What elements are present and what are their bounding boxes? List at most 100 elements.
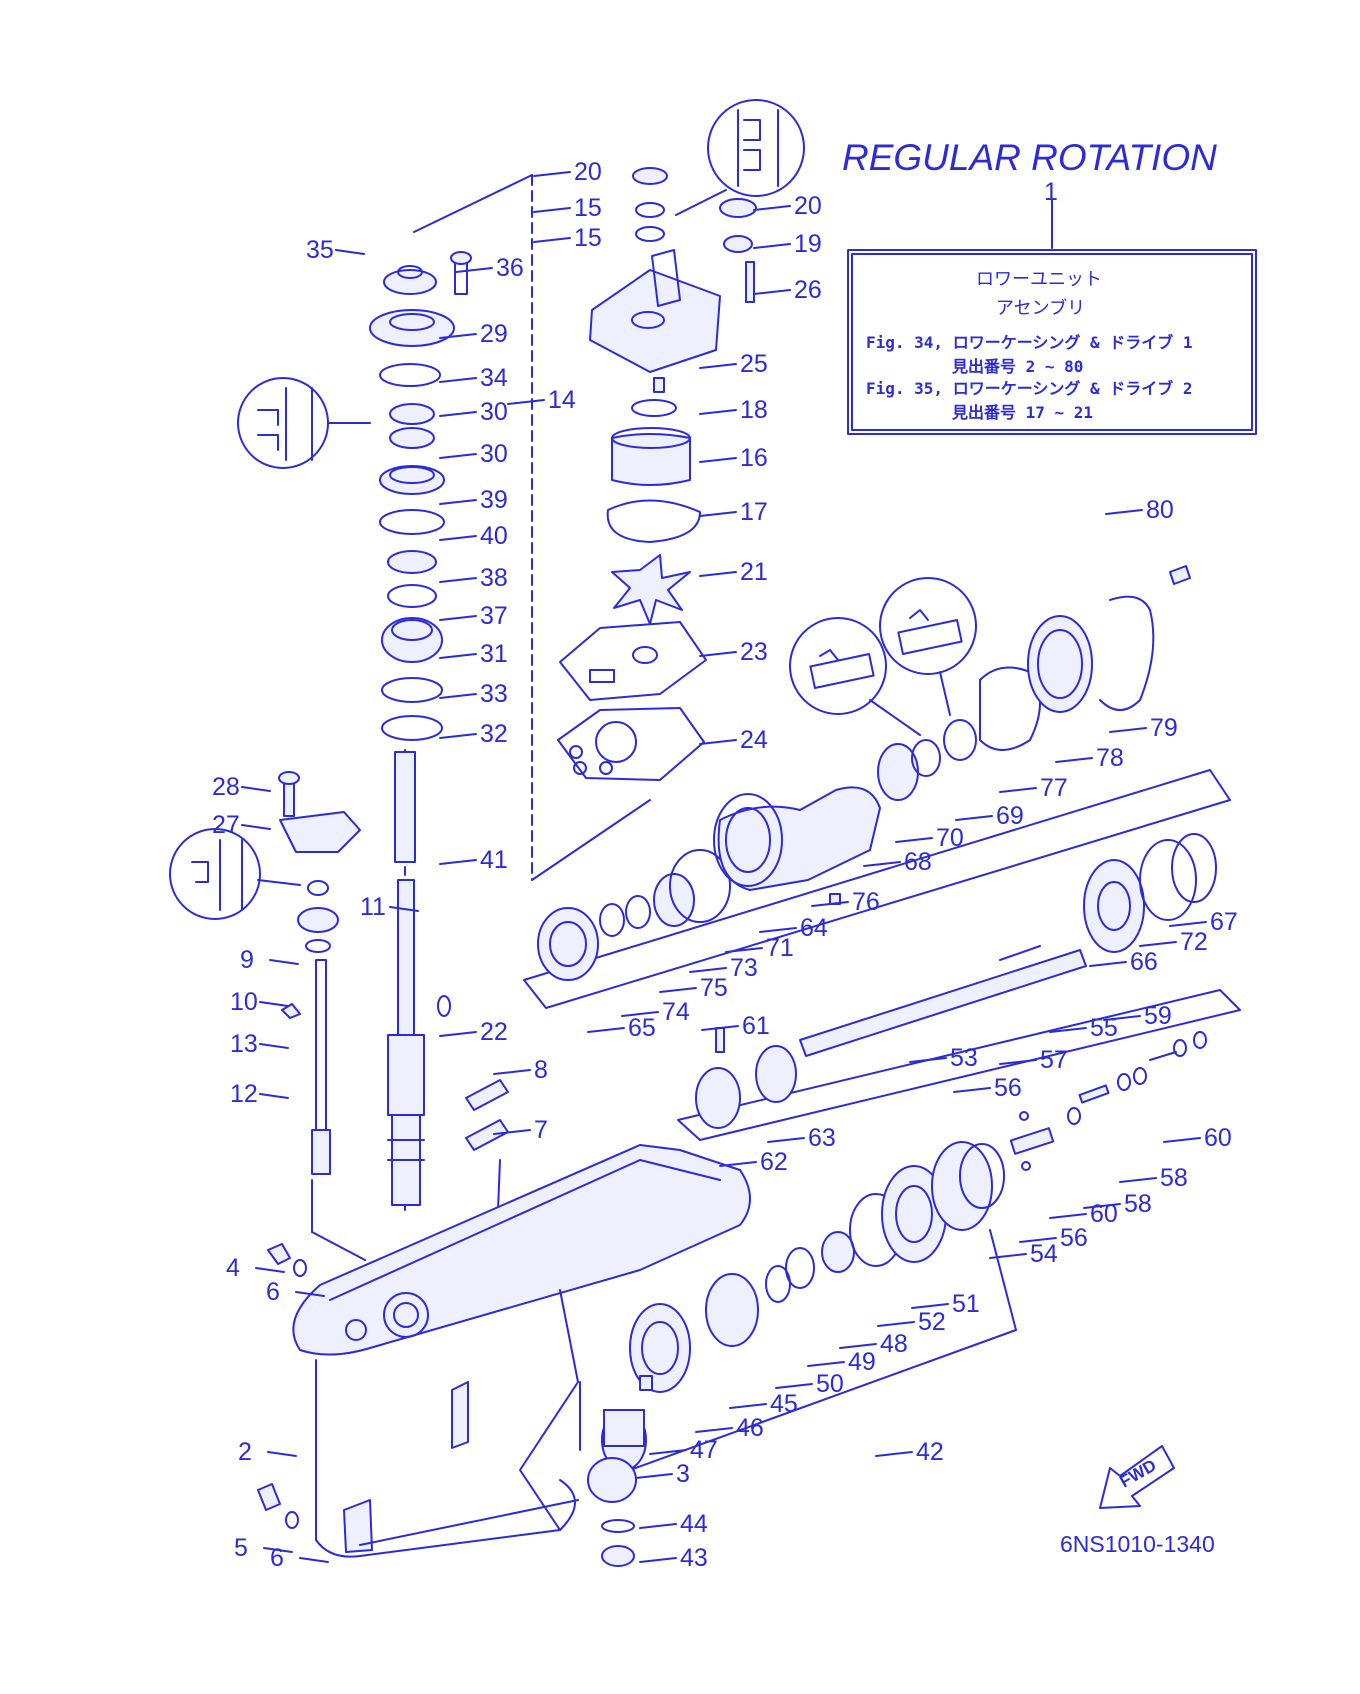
callout-25: 25 <box>740 350 768 378</box>
leader-line <box>439 453 477 459</box>
callout-56: 56 <box>994 1074 1022 1102</box>
leader-line <box>649 1449 687 1455</box>
callout-20: 20 <box>794 192 822 220</box>
leader-line <box>493 1129 531 1135</box>
callout-32: 32 <box>480 720 508 748</box>
leader-line <box>759 927 797 933</box>
seal-detail-circle-lower <box>169 828 301 920</box>
info-box-frame <box>847 249 1257 435</box>
callout-51: 51 <box>952 1290 980 1318</box>
leader-line <box>699 651 737 657</box>
leader-line <box>699 571 737 577</box>
leader-line <box>1019 1237 1057 1243</box>
callout-6: 6 <box>266 1278 280 1306</box>
callout-15: 15 <box>574 224 602 252</box>
callout-22: 22 <box>480 1018 508 1046</box>
callout-29: 29 <box>480 320 508 348</box>
prop-shaft-group <box>799 833 1217 1057</box>
leader-line <box>1169 921 1207 927</box>
leader-line <box>659 987 697 993</box>
info-box-fig35: Fig. 35, ロワーケーシング & ドライブ 2 <box>866 379 1193 398</box>
callout-10: 10 <box>230 988 258 1016</box>
callout-26: 26 <box>794 276 822 304</box>
leader-line <box>455 267 493 273</box>
leader-line <box>389 906 419 912</box>
leader-line <box>439 1031 477 1037</box>
casing-hardware <box>257 1243 307 1529</box>
leader-line <box>1089 961 1127 967</box>
callout-71: 71 <box>766 934 794 962</box>
lower-casing <box>292 1144 751 1558</box>
leader-line <box>807 1361 845 1367</box>
callout-33: 33 <box>480 680 508 708</box>
callout-17: 17 <box>740 498 768 526</box>
diagram-code: 6NS1010-1340 <box>1060 1531 1215 1557</box>
callout-28: 28 <box>212 773 240 801</box>
info-box-fig35-ref: 見出番号 17 ~ 21 <box>951 403 1093 422</box>
leader-line <box>875 1451 913 1457</box>
callout-30: 30 <box>480 440 508 468</box>
leader-line <box>533 237 571 243</box>
callout-46: 46 <box>736 1414 764 1442</box>
callout-55: 55 <box>1090 1014 1118 1042</box>
callout-8: 8 <box>534 1056 548 1084</box>
water-pump-group <box>557 167 757 781</box>
leader-line <box>269 959 299 965</box>
leader-line <box>839 1343 877 1349</box>
leader-line <box>909 1057 947 1063</box>
leader-line <box>335 249 365 255</box>
callout-49: 49 <box>848 1348 876 1376</box>
small-parts-8-7-22 <box>437 995 509 1261</box>
callout-13: 13 <box>230 1030 258 1058</box>
leader-line <box>911 1303 949 1309</box>
leader-line <box>699 457 737 463</box>
leader-line <box>863 861 901 867</box>
callout-61: 61 <box>742 1012 770 1040</box>
shaft-seal-stack <box>369 251 472 741</box>
callout-36: 36 <box>496 254 524 282</box>
bearing-detail-circles <box>789 577 977 736</box>
callout-60: 60 <box>1090 1200 1118 1228</box>
leader-line <box>729 1403 767 1409</box>
leader-line <box>1083 1203 1121 1209</box>
callout-14: 14 <box>548 386 576 414</box>
callout-76: 76 <box>852 888 880 916</box>
callout-59: 59 <box>1144 1002 1172 1030</box>
info-box: 1 ロワーユニット アセンブリ Fig. 34, ロワーケーシング & ドライブ… <box>847 178 1257 435</box>
callout-69: 69 <box>996 802 1024 830</box>
leader-line <box>1139 941 1177 947</box>
callout-37: 37 <box>480 602 508 630</box>
leader-line <box>439 653 477 659</box>
callout-74: 74 <box>662 998 690 1026</box>
leader-line <box>1119 1177 1157 1183</box>
leader-line <box>263 1547 293 1553</box>
callout-58: 58 <box>1124 1190 1152 1218</box>
callout-79: 79 <box>1150 714 1178 742</box>
callout-54: 54 <box>1030 1240 1058 1268</box>
callout-34: 34 <box>480 364 508 392</box>
callout-42: 42 <box>916 1438 944 1466</box>
leader-line <box>1055 757 1093 763</box>
callout-12: 12 <box>230 1080 258 1108</box>
leader-line <box>953 1087 991 1093</box>
leader-line <box>699 739 737 745</box>
leader-line <box>877 1321 915 1327</box>
leader-line <box>439 535 477 541</box>
callout-75: 75 <box>700 974 728 1002</box>
callout-57: 57 <box>1040 1046 1068 1074</box>
leader-line <box>439 333 477 339</box>
leader-line <box>439 859 477 865</box>
callout-80: 80 <box>1146 496 1174 524</box>
callout-15: 15 <box>574 194 602 222</box>
leader-line <box>699 409 737 415</box>
leader-line <box>955 815 993 821</box>
leader-line <box>635 1473 673 1479</box>
leader-line <box>439 693 477 699</box>
leader-line <box>639 1557 677 1563</box>
callout-numbers: 20 15 15 20 19 26 25 14 18 16 17 21 23 2… <box>212 158 1238 1572</box>
clutch-group <box>677 989 1241 1171</box>
leader-line <box>989 1253 1027 1259</box>
callout-58: 58 <box>1160 1164 1188 1192</box>
leader-line <box>259 1043 289 1049</box>
